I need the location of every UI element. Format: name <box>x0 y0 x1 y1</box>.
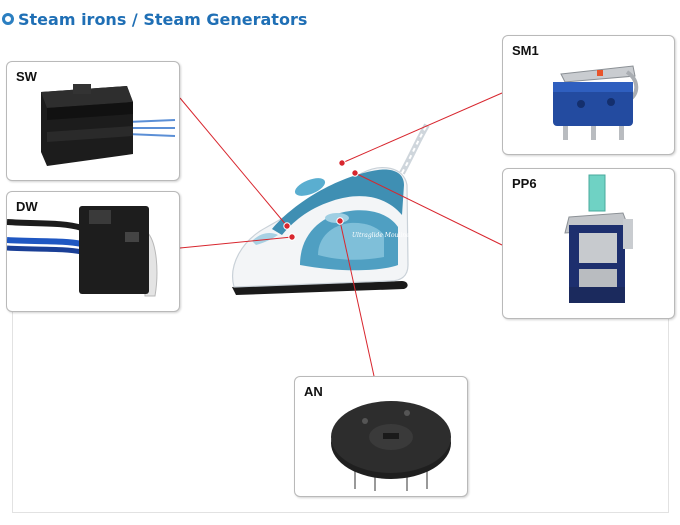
iron-steam-button <box>294 178 326 196</box>
component-card-sw[interactable]: SW <box>6 61 180 181</box>
component-card-pp6[interactable]: PP6 <box>502 168 675 319</box>
pp6-switch-image <box>564 174 633 303</box>
steam-iron-illustration: Ultraglide Moulinex <box>232 123 430 295</box>
component-card-an[interactable]: AN <box>294 376 468 497</box>
iron-brand-text: Ultraglide Moulinex <box>352 232 414 239</box>
iron-handle <box>272 169 404 235</box>
marker-sw <box>283 222 291 230</box>
leader-sm1 <box>341 92 503 164</box>
sw-switch-image <box>41 84 176 166</box>
an-dial-image <box>331 401 451 491</box>
dw-switch-image <box>7 206 158 297</box>
card-label-sm1: SM1 <box>512 43 539 58</box>
component-card-sm1[interactable]: SM1 <box>502 35 675 155</box>
component-card-dw[interactable]: DW <box>6 191 180 312</box>
card-label-sw: SW <box>16 69 37 84</box>
marker-pp6 <box>351 169 359 177</box>
leader-dw <box>179 236 293 249</box>
marker-an <box>336 217 344 225</box>
page-title: Steam irons / Steam Generators <box>2 8 307 30</box>
circle-bullet-icon <box>2 13 14 25</box>
marker-dw <box>288 233 296 241</box>
iron-soleplate <box>232 281 408 295</box>
leader-sw <box>179 97 288 227</box>
card-label-dw: DW <box>16 199 38 214</box>
sm1-switch-image <box>553 65 639 140</box>
leader-pp6 <box>354 172 503 246</box>
card-label-an: AN <box>304 384 323 399</box>
card-label-pp6: PP6 <box>512 176 537 191</box>
marker-sm1 <box>338 159 346 167</box>
leader-an <box>339 220 375 377</box>
page-title-text: Steam irons / Steam Generators <box>18 9 308 29</box>
